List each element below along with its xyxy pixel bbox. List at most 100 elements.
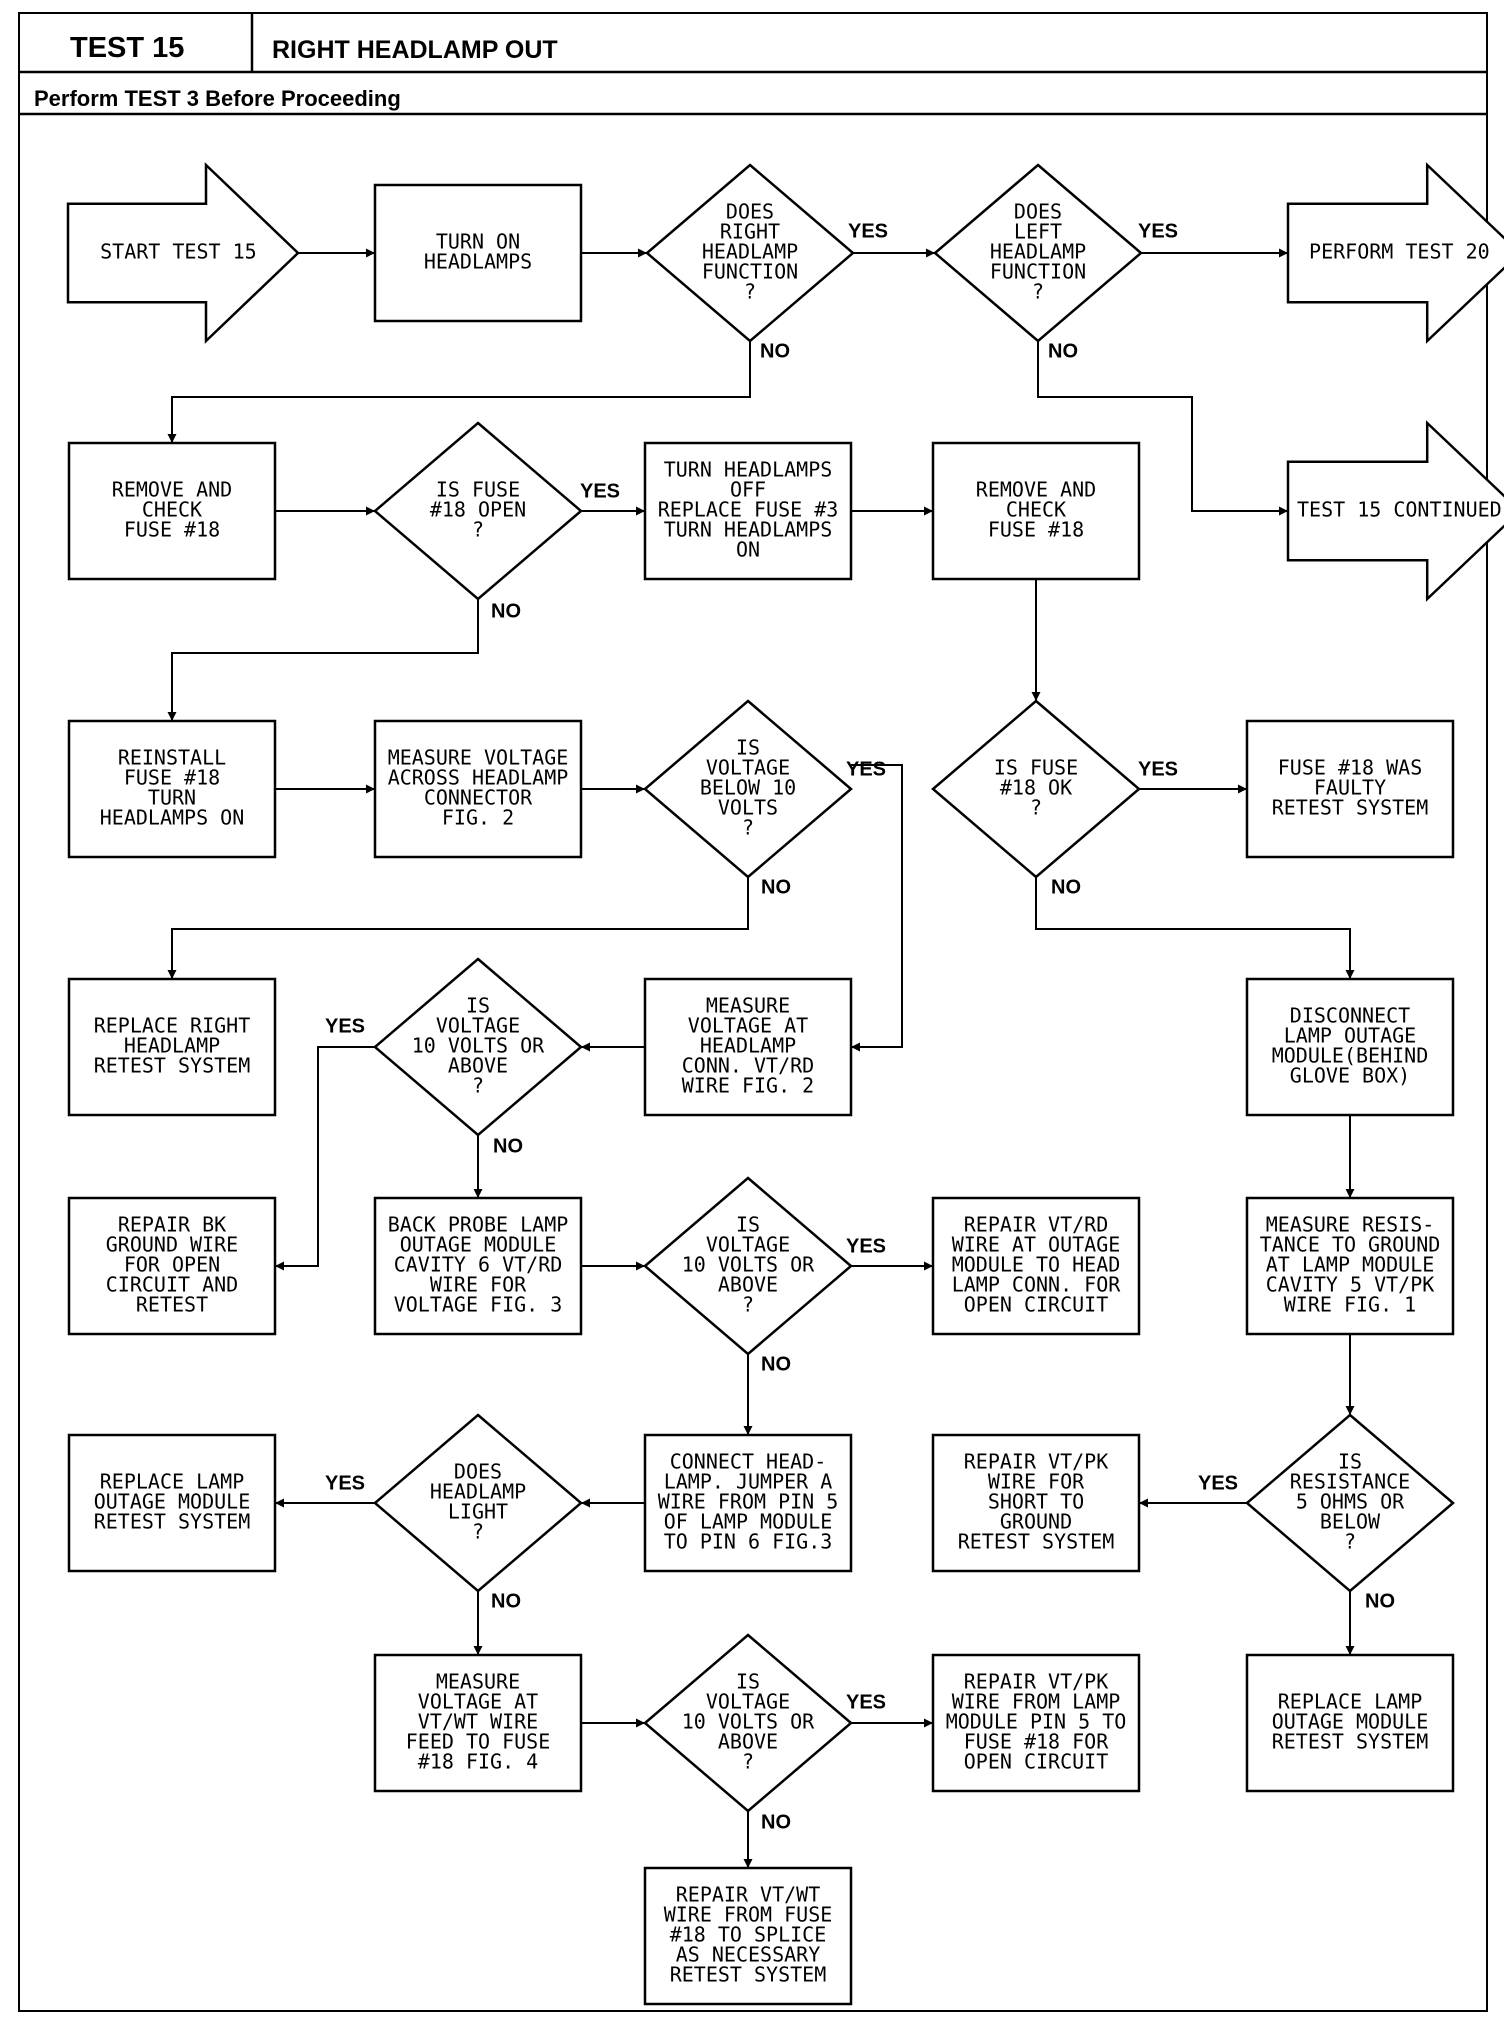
node-text-line: MEASURE RESIS- [1266,1213,1435,1237]
node-text-line: MODULE PIN 5 TO [946,1710,1127,1734]
node-text-line: HEADLAMP [700,1034,796,1058]
node-text-line: ? [744,280,756,304]
node-text-line: CONNECT HEAD- [670,1450,827,1474]
node-text-line: VOLTAGE [706,1690,790,1714]
decision-fuse-ok: IS FUSE#18 OK? [931,699,1141,879]
node-text-line: CHECK [142,498,202,522]
node-text-line: ACROSS HEADLAMP [388,766,569,790]
node-text-line: WIRE FROM FUSE [664,1903,833,1927]
node-text-line: VOLTAGE AT [688,1014,808,1038]
yes-label: YES [848,220,888,242]
node-text-line: BELOW 10 [700,776,796,800]
node-text-line: IS [466,994,490,1018]
node-text-line: ? [472,518,484,542]
node-text-line: IS [736,1670,760,1694]
node-text-line: #18 OPEN [430,498,526,522]
node-text-line: OUTAGE MODULE [94,1490,251,1514]
node-text-line: PERFORM TEST 20 [1309,240,1490,264]
node-text-line: HEADLAMP [430,1480,526,1504]
no-label: NO [1365,1590,1395,1612]
node-text-line: OFF [730,478,766,502]
node-text-line: HEADLAMP [124,1034,220,1058]
no-label: NO [761,876,791,898]
node-text-line: REPAIR BK [118,1213,226,1237]
node-text-line: RETEST SYSTEM [958,1530,1115,1554]
node-text-line: ? [742,1750,754,1774]
node-text-line: 10 VOLTS OR [682,1253,815,1277]
node-text-line: AS NECESSARY [676,1943,821,1967]
yes-label: YES [325,1015,365,1037]
node-text-line: REPLACE RIGHT [94,1014,251,1038]
node-text-line: 5 OHMS OR [1296,1490,1405,1514]
node-text-line: ABOVE [718,1273,778,1297]
yes-label: YES [1138,758,1178,780]
yes-label: YES [1198,1472,1238,1494]
node-text-line: DOES [1014,200,1062,224]
node-text-line: #18 OK [1000,776,1072,800]
node-text-line: VOLTS [718,796,778,820]
edge-no [1037,341,1288,516]
node-text-line: MEASURE [706,994,790,1018]
node-text-line: OUTAGE MODULE [400,1233,557,1257]
node-text-line: FUSE #18 [124,518,220,542]
node-text-line: LAMP. JUMPER A [664,1470,833,1494]
node-text-line: FUSE #18 WAS [1278,756,1423,780]
node-text-line: RETEST SYSTEM [1272,1730,1429,1754]
node-text-line: GROUND [1000,1510,1072,1534]
yes-label: YES [580,480,620,502]
node-text-line: FEED TO FUSE [406,1730,551,1754]
node-text-line: ? [742,1293,754,1317]
node-text-line: 10 VOLTS OR [682,1710,815,1734]
node-text-line: RESISTANCE [1290,1470,1410,1494]
node-text-line: CONNECTOR [424,786,533,810]
node-text-line: CIRCUIT AND [106,1273,238,1297]
node-text-line: IS [1338,1450,1362,1474]
node-text-line: VOLTAGE FIG. 3 [394,1293,563,1317]
node-text-line: ? [1030,796,1042,820]
node-text-line: RIGHT [720,220,780,244]
node-text-line: IS FUSE [994,756,1078,780]
node-text-line: WIRE FIG. 2 [682,1074,814,1098]
node-text-line: IS [736,1213,760,1237]
node-text-line: LAMP OUTAGE [1284,1024,1416,1048]
edge-no [1035,877,1355,979]
yes-label: YES [1138,220,1178,242]
node-text-line: MEASURE VOLTAGE [388,746,569,770]
node-text-line: FIG. 2 [442,806,514,830]
node-text-line: ? [742,816,754,840]
node-text-line: VT/WT WIRE [418,1710,538,1734]
node-text-line: TEST 15 CONTINUED [1297,498,1502,522]
start-node: START TEST 15 [66,162,300,344]
node-text-line: HEADLAMPS ON [100,806,245,830]
node-text-line: OPEN CIRCUIT [964,1293,1109,1317]
node-text-line: IS FUSE [436,478,520,502]
node-text-line: REINSTALL [118,746,226,770]
no-label: NO [1048,340,1078,362]
node-text-line: MODULE TO HEAD [952,1253,1121,1277]
node-text-line: FUSE #18 FOR [964,1730,1109,1754]
node-text-line: LIGHT [448,1500,508,1524]
node-text-line: START TEST 15 [100,240,257,264]
node-text-line: VOLTAGE [436,1014,520,1038]
node-text-line: MEASURE [436,1670,520,1694]
node-text-line: TURN [148,786,196,810]
node-text-line: TANCE TO GROUND [1260,1233,1441,1257]
node-text-line: ? [472,1074,484,1098]
node-text-line: FUNCTION [990,260,1086,284]
node-text-line: WIRE FOR [430,1273,527,1297]
decision-fuse-open: IS FUSE#18 OPEN? [373,421,583,601]
node-text-line: BACK PROBE LAMP [388,1213,569,1237]
